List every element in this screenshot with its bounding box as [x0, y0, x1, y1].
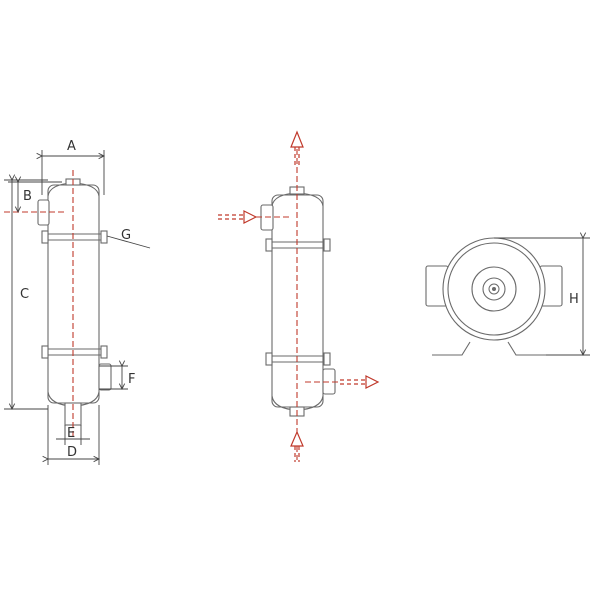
- bracket-lower: [265, 352, 331, 366]
- flow-in-left-arrow: [218, 210, 290, 224]
- dimension-f: F: [99, 366, 135, 389]
- front-view-dimensioned: A B C D E: [4, 139, 151, 465]
- flow-out-right-arrow: [305, 375, 380, 389]
- inner-shell: [447, 242, 541, 336]
- label-g: G: [121, 228, 131, 243]
- bracket-lower: [41, 345, 108, 359]
- label-d: D: [67, 445, 77, 460]
- label-f: F: [128, 372, 135, 387]
- leader-g: G: [106, 228, 151, 249]
- label-h: H: [569, 292, 579, 307]
- bracket-upper: [265, 238, 331, 252]
- dimension-c: C: [4, 180, 48, 409]
- dimension-a: A: [42, 139, 104, 195]
- right-foot: [507, 341, 546, 356]
- dimension-e: E: [56, 425, 90, 445]
- front-view-flow: [218, 130, 380, 462]
- central-port: [482, 277, 506, 301]
- centre-point: [492, 287, 496, 291]
- label-a: A: [67, 139, 76, 154]
- label-b: B: [23, 189, 32, 204]
- label-e: E: [67, 426, 75, 441]
- bracket-upper: [41, 230, 108, 244]
- end-view: H: [425, 238, 590, 356]
- side-outlet-nozzle: [98, 363, 112, 391]
- flow-in-bottom-arrow: [290, 430, 304, 447]
- dimension-d: D: [48, 405, 99, 465]
- dimension-b: B: [8, 182, 62, 212]
- label-c: C: [20, 287, 29, 302]
- dimension-h: H: [494, 238, 590, 355]
- tube-plate: [471, 266, 517, 312]
- flow-out-top-arrow: [290, 130, 304, 148]
- left-foot: [432, 341, 471, 356]
